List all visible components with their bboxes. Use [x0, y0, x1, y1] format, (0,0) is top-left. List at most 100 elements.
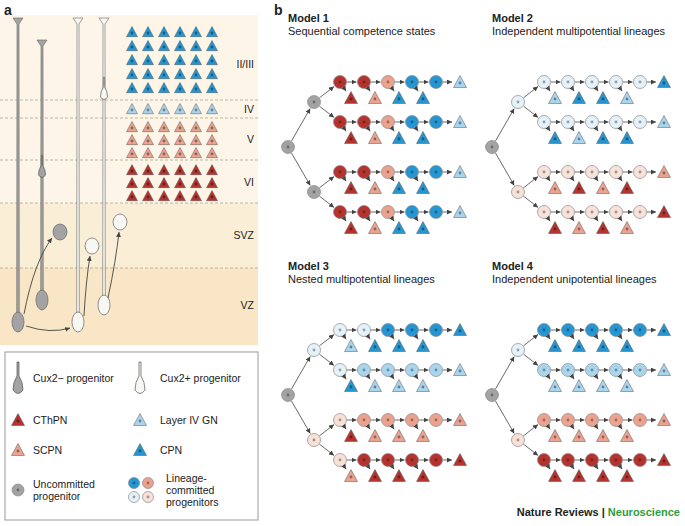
neuron-triangle: [175, 135, 186, 145]
lineage-arrow: [596, 128, 598, 131]
nucleus: [435, 211, 438, 214]
nucleus: [411, 369, 414, 372]
nucleus: [517, 439, 520, 442]
progenitor-circle: [586, 324, 599, 337]
neuron-triangle: [549, 430, 562, 442]
progenitor-circle: [562, 324, 575, 337]
nucleus: [398, 346, 401, 349]
nucleus: [363, 171, 366, 174]
neuron-triangle: [393, 380, 406, 392]
nucleus: [211, 153, 214, 156]
lineage-arrow: [368, 88, 370, 91]
lineage-arrow: [320, 425, 335, 436]
lineage-arrow: [320, 106, 335, 117]
lineage-arrow: [292, 401, 311, 433]
lineage-arrow: [575, 122, 585, 123]
nucleus: [195, 74, 198, 77]
lineage-arrow: [575, 460, 585, 461]
lineage-arrow: [599, 460, 609, 461]
neuron-triangle: [345, 222, 358, 234]
lineage-arrow: [575, 212, 585, 213]
nucleus: [591, 121, 594, 124]
progenitor-circle: [406, 324, 419, 337]
nucleus: [517, 191, 520, 194]
nucleus: [131, 140, 134, 143]
lineage-arrow: [419, 122, 429, 123]
model-title: Model 1: [288, 12, 329, 25]
nucleus: [422, 188, 425, 191]
nucleus: [363, 459, 366, 462]
progenitor-circle: [538, 76, 551, 89]
nucleus: [411, 329, 414, 332]
layer-boundary: [0, 100, 258, 101]
nucleus: [363, 81, 366, 84]
nucleus: [459, 330, 462, 333]
nucleus: [567, 121, 570, 124]
nucleus: [147, 88, 150, 91]
progenitor-circle: [586, 206, 599, 219]
progenitor-cell: [39, 155, 46, 177]
progenitor-circle: [358, 116, 371, 129]
neuron-triangle: [621, 340, 634, 352]
layer-label: II/III: [236, 58, 254, 70]
nucleus: [211, 127, 214, 130]
neuron-triangle: [345, 430, 358, 442]
neuron-triangle: [207, 55, 218, 65]
nucleus: [567, 211, 570, 214]
nucleus: [211, 60, 214, 63]
neuron-triangle: [143, 122, 154, 132]
lineage-arrow: [647, 370, 656, 371]
nucleus: [211, 74, 214, 77]
lineage-arrow: [320, 354, 335, 365]
lineage-arrow: [623, 370, 633, 371]
intermediate-progenitor: [113, 214, 127, 230]
neuron-triangle: [159, 41, 170, 51]
nucleus: [578, 188, 581, 191]
progenitor-circle: [512, 186, 525, 199]
progenitor-circle: [430, 324, 443, 337]
lineage-arrow: [368, 336, 370, 339]
progenitor-circle: [334, 414, 347, 427]
neuron-triangle: [417, 380, 430, 392]
progenitor-circle: [562, 414, 575, 427]
lineage-arrow: [292, 108, 311, 140]
lineage-arrow: [524, 87, 539, 98]
neuron-triangle: [127, 27, 138, 37]
neuron-triangle: [159, 165, 170, 175]
lineage-arrow: [548, 336, 550, 339]
intermediate-progenitor: [53, 224, 67, 240]
nucleus: [411, 459, 414, 462]
nucleus: [211, 109, 214, 112]
lineage-arrow: [596, 218, 598, 221]
lineage-arrow: [395, 172, 405, 173]
lineage-arrow: [620, 376, 622, 379]
nucleus: [195, 46, 198, 49]
neuron-triangle: [369, 222, 382, 234]
neuron-triangle: [207, 83, 218, 93]
nucleus: [131, 127, 134, 130]
nucleus: [578, 476, 581, 479]
progenitor-circle: [406, 364, 419, 377]
lineage-arrow: [371, 212, 381, 213]
progenitor-circle: [406, 206, 419, 219]
neuron-triangle: [417, 340, 430, 352]
model-subtitle: Independent multipotential lineages: [492, 25, 665, 38]
lineage-arrow: [548, 178, 550, 181]
nucleus: [554, 228, 557, 231]
neuron-triangle: [549, 182, 562, 194]
lineage-arrow: [596, 88, 598, 91]
progenitor-circle: [282, 389, 295, 402]
nucleus: [615, 121, 618, 124]
lineage-arrow: [416, 178, 418, 181]
nucleus: [435, 419, 438, 422]
nucleus: [626, 476, 629, 479]
lineage-arrow: [599, 172, 609, 173]
nucleus: [147, 109, 150, 112]
nucleus: [554, 188, 557, 191]
progenitor-circle: [512, 344, 525, 357]
progenitor-cell: [135, 362, 145, 394]
layer-label: VI: [244, 176, 254, 188]
neuron-triangle: [417, 92, 430, 104]
progenitor-circle: [562, 166, 575, 179]
neuron-triangle: [175, 191, 186, 201]
